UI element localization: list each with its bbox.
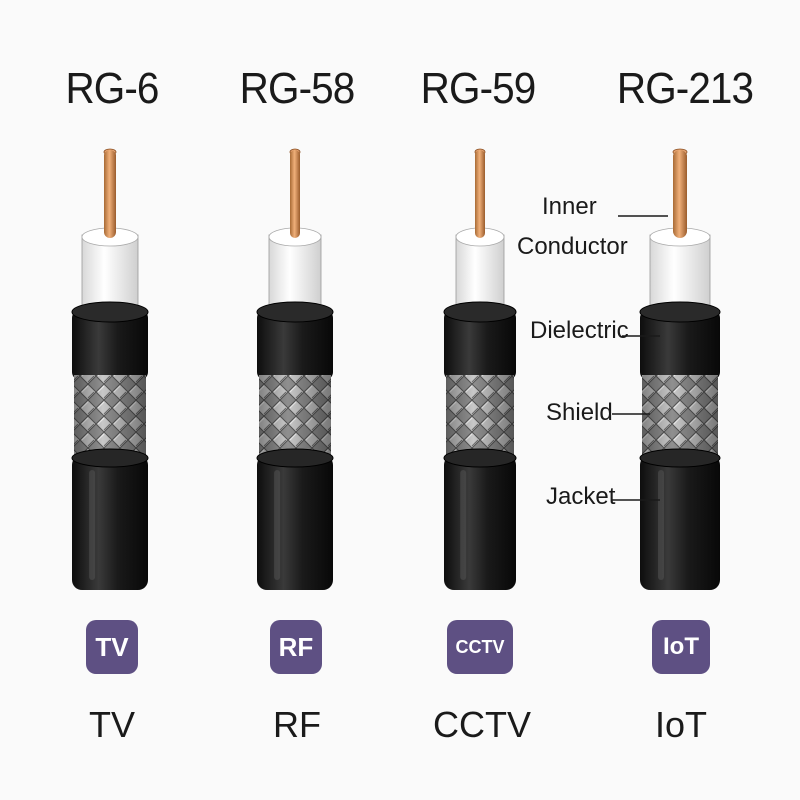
jacket-lower-top-rg-213 bbox=[639, 448, 721, 468]
callout-leader-lines bbox=[612, 215, 668, 501]
cable-rg-6 bbox=[71, 148, 149, 590]
jacket-lower-top-rg-6 bbox=[71, 448, 149, 468]
cable-title-rg-59: RG-59 bbox=[420, 64, 537, 113]
badge-iot: IoT bbox=[652, 620, 710, 674]
jacket-upper-rg-6 bbox=[72, 310, 148, 380]
callout-jacket-label: Jacket bbox=[546, 483, 616, 510]
cable-rg-59 bbox=[443, 148, 517, 590]
jacket-highlight-rg-6 bbox=[89, 470, 96, 580]
badge-tv: TV bbox=[86, 620, 138, 674]
cable-title-rg-213: RG-213 bbox=[616, 64, 754, 113]
jacket-upper-top-rg-58 bbox=[256, 301, 334, 323]
inner-conductor-exposed-rg-213 bbox=[673, 150, 687, 238]
badge-rf: RF bbox=[270, 620, 322, 674]
jacket-upper-top-rg-59 bbox=[443, 301, 517, 323]
callout-inner-label-line2: Conductor bbox=[517, 233, 628, 260]
jacket-highlight-rg-59 bbox=[460, 470, 467, 580]
use-label-cctv: CCTV bbox=[433, 704, 531, 745]
jacket-upper-rg-59 bbox=[444, 310, 516, 380]
use-label-rf: RF bbox=[273, 704, 321, 745]
use-label-iot: IoT bbox=[654, 704, 707, 745]
jacket-upper-top-rg-213 bbox=[639, 301, 721, 323]
jacket-lower-top-rg-59 bbox=[443, 448, 517, 468]
jacket-lower-rg-58 bbox=[257, 455, 333, 590]
callout-shield-label: Shield bbox=[546, 399, 613, 426]
inner-conductor-exposed-rg-6 bbox=[104, 150, 116, 238]
use-label-tv: TV bbox=[88, 704, 135, 745]
inner-conductor-exposed-rg-58 bbox=[290, 150, 300, 238]
cable-rg-58 bbox=[256, 148, 334, 590]
jacket-lower-rg-6 bbox=[72, 455, 148, 590]
jacket-upper-rg-213 bbox=[640, 310, 720, 380]
inner-conductor-exposed-rg-59 bbox=[475, 150, 485, 238]
callout-dielectric-label: Dielectric bbox=[530, 317, 629, 344]
cable-title-rg-58: RG-58 bbox=[239, 64, 356, 113]
jacket-lower-rg-213 bbox=[640, 455, 720, 590]
jacket-upper-rg-58 bbox=[257, 310, 333, 380]
jacket-highlight-rg-213 bbox=[658, 470, 664, 580]
jacket-lower-rg-59 bbox=[444, 455, 516, 590]
badge-cctv: CCTV bbox=[447, 620, 513, 674]
callout-inner-label-line1: Inner bbox=[542, 193, 597, 220]
jacket-highlight-rg-58 bbox=[274, 470, 281, 580]
cable-rg-213 bbox=[639, 148, 721, 590]
jacket-upper-top-rg-6 bbox=[71, 301, 149, 323]
jacket-lower-top-rg-58 bbox=[256, 448, 334, 468]
cable-title-rg-6: RG-6 bbox=[65, 64, 159, 113]
